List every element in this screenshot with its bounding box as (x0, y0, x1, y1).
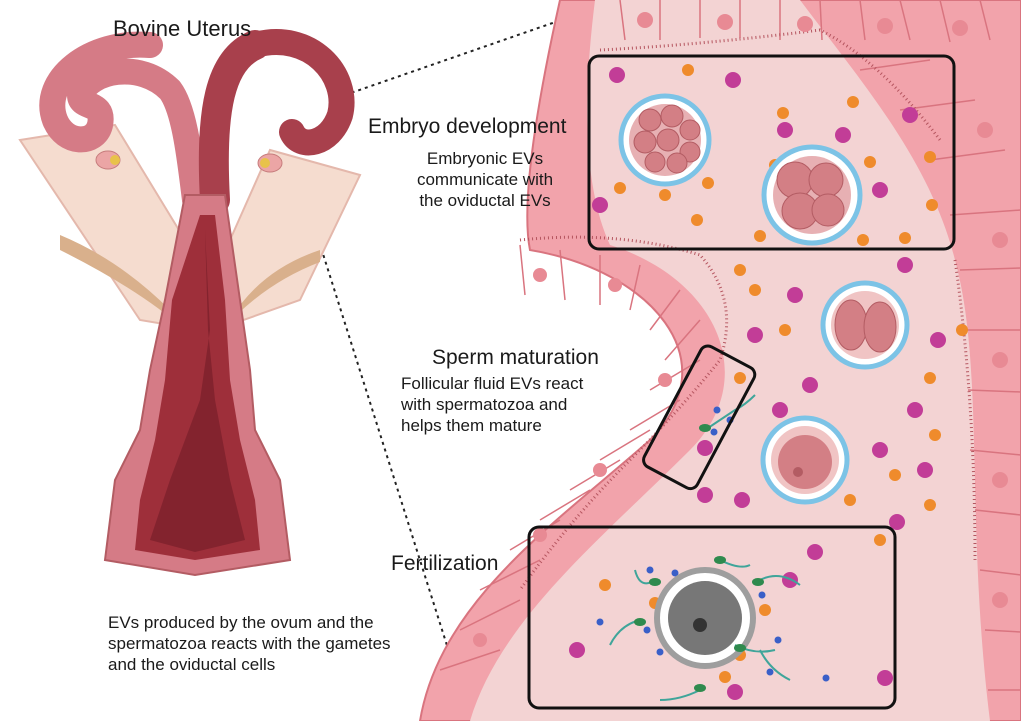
four-cell-embryo (764, 147, 860, 243)
bovine-uterus-illustration (20, 42, 360, 575)
sperm-maturation-desc: Follicular fluid EVs react with spermato… (401, 373, 583, 436)
uterus-title: Bovine Uterus (113, 16, 251, 42)
two-cell-embryo (823, 283, 907, 367)
fertilization-desc: EVs produced by the ovum and the spermat… (108, 612, 391, 675)
embryo-development-title: Embryo development (368, 115, 566, 139)
morula-embryo (621, 96, 709, 184)
fertilization-title: Fertilization (391, 552, 498, 576)
zygote (763, 418, 847, 502)
embryo-development-desc: Embryonic EVs communicate with the ovidu… (395, 148, 575, 211)
sperm-maturation-title: Sperm maturation (432, 346, 599, 370)
